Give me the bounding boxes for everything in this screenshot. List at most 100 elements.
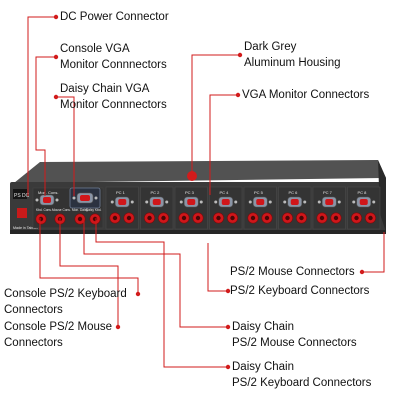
callout-housing: Dark Grey Aluminum Housing [244,39,341,71]
callout-daisy-vga-line1: Daisy Chain VGA [60,83,150,95]
pc-vga-port-6-pins [290,199,299,205]
pc-ps2-keyboard-port-5-pinhole [250,215,256,221]
housing-bottom-lip [10,230,386,234]
pc-vga-port-2-pins [152,199,161,205]
daisy-kbd-sublabel: Daisy Kbd. [86,208,102,212]
pc-vga-port-7-screw-left [317,200,321,204]
callout-console-kbd-line1: Console PS/2 Keyboard [4,288,127,300]
callout-housing-line2: Aluminum Housing [244,57,341,69]
pc-vga-port-1-screw-left [110,200,114,204]
callout-daisy-vga: Daisy Chain VGA Monitor Connnectors [60,81,167,113]
made-in-label: Made in Taiwan [13,226,38,230]
callout-ps2-mouse: PS/2 Mouse Connectors [230,264,355,280]
callout-dc-power: DC Power Connector [60,9,169,25]
callout-daisy-vga-line2: Monitor Connnectors [60,99,167,111]
daisy-chain-vga-port-pins [80,195,90,201]
pc-ps2-mouse-port-8-pinhole [368,215,373,221]
housing-top-surface [14,160,386,183]
callout-daisy-kbd-line1: Daisy Chain [232,361,294,373]
console-mouse-sublabel: Mouse Cons. [52,208,71,212]
pc-vga-port-3-screw-left [179,200,183,204]
pc-ps2-keyboard-port-4-pinhole [216,215,221,221]
pc-vga-port-4-screw-right [234,200,238,204]
pc-ps2-mouse-port-3-pinhole [195,215,201,221]
pc-ps2-mouse-port-2-pinhole [161,215,166,221]
console-vga-port-screw-right [55,198,59,202]
pc-vga-port-3-screw-right [199,200,203,204]
callout-console-vga-line1: Console VGA [60,43,130,55]
pc-port-label-4: PC 4 [220,190,230,195]
pc-port-label-5: PC 5 [254,190,264,195]
console-monitor-label: Mon. Cons. [38,190,58,195]
callout-console-mouse-line2: Connectors [4,337,63,349]
pc-vga-port-1-screw-right [130,200,134,204]
console-kbd-sublabel: Kbd. Cons. [36,208,52,212]
pc-port-label-3: PC 3 [185,190,195,195]
pc-vga-port-2-screw-left [145,200,149,204]
pc-ps2-keyboard-port-8-pinhole [354,215,359,221]
pc-vga-port-6-screw-right [303,200,307,204]
pc-vga-port-6-screw-left [283,200,287,204]
pc-port-label-8: PC 8 [358,190,368,195]
pc-port-label-1: PC 1 [116,190,126,195]
pc-vga-port-7-screw-right [337,200,341,204]
callout-vga-monitor-text: VGA Monitor Connectors [242,89,370,101]
pc-ps2-keyboard-port-6-pinhole [285,215,290,221]
console-ps2-keyboard-port-pinhole [38,216,44,222]
pc-ps2-mouse-port-7-pinhole [333,215,339,221]
console-vga-port-pins [43,197,51,203]
pc-ps2-keyboard-port-1-pinhole [112,215,118,221]
callout-housing-line1: Dark Grey [244,41,297,53]
console-ps2-mouse-port-pinhole [57,216,63,222]
pc-vga-port-8-pins [359,199,368,205]
callout-console-vga: Console VGA Monitor Connnectors [60,41,167,73]
pc-port-block-6 [278,186,312,230]
pc-vga-port-4-pins [221,199,230,205]
console-vga-port-screw-left [35,198,39,202]
pc-vga-port-5-pins [256,199,265,205]
callout-vga-monitor: VGA Monitor Connectors [242,87,369,103]
callout-ps2-mouse-text: PS/2 Mouse Connectors [230,266,355,278]
daisy-ps2-mouse-port-pinhole [77,216,83,222]
pc-ps2-keyboard-port-2-pinhole [147,215,152,221]
dc-power-label: PS DC [14,193,30,199]
pc-ps2-mouse-port-5-pinhole [264,215,270,221]
pc-vga-port-8-screw-left [352,200,356,204]
daisy-ps2-keyboard-port-pinhole [92,216,98,222]
pc-vga-port-7-pins [325,199,334,205]
callout-ps2-keyboard: PS/2 Keyboard Connectors [230,283,369,299]
pc-port-label-6: PC 6 [289,190,299,195]
pc-vga-port-5-screw-left [248,200,252,204]
callout-dc-power-text: DC Power Connector [60,11,169,23]
pc-vga-port-3-pins [187,199,196,205]
callout-console-vga-line2: Monitor Connnectors [60,59,167,71]
callout-daisy-mouse: Daisy Chain PS/2 Mouse Connectors [232,319,357,351]
pc-ps2-mouse-port-1-pinhole [126,215,132,221]
callout-console-mouse-line1: Console PS/2 Mouse [4,321,113,333]
callout-daisy-kbd-line2: PS/2 Keyboard Connectors [232,377,372,389]
pc-vga-port-5-screw-right [268,200,272,204]
callout-console-kbd: Console PS/2 Keyboard Connectors [4,286,127,318]
callout-daisy-kbd: Daisy Chain PS/2 Keyboard Connectors [232,359,371,391]
pc-port-label-7: PC 7 [323,190,333,195]
daisy-mon-sublabel: Mon. Daisy [72,208,88,212]
dc-power-label-plate [13,189,27,199]
pc-vga-port-2-screw-right [165,200,169,204]
pc-ps2-mouse-port-6-pinhole [299,215,304,221]
pc-vga-port-8-screw-right [372,200,376,204]
pc-ps2-keyboard-port-3-pinhole [181,215,187,221]
callout-console-kbd-line2: Connectors [4,304,63,316]
callout-console-mouse: Console PS/2 Mouse Connectors [4,319,112,351]
daisy-chain-vga-port-screw-left [72,196,76,200]
callout-daisy-mouse-line2: PS/2 Mouse Connectors [232,337,357,349]
callout-daisy-mouse-line1: Daisy Chain [232,321,294,333]
pc-ps2-keyboard-port-7-pinhole [319,215,325,221]
pc-vga-port-1-pins [118,199,127,205]
dc-power-jack [17,208,27,218]
pc-port-label-2: PC 2 [151,190,161,195]
pc-vga-port-4-screw-left [214,200,218,204]
pc-ps2-mouse-port-4-pinhole [230,215,235,221]
daisy-chain-vga-port-screw-right [94,196,98,200]
callout-ps2-keyboard-text: PS/2 Keyboard Connectors [230,285,370,297]
